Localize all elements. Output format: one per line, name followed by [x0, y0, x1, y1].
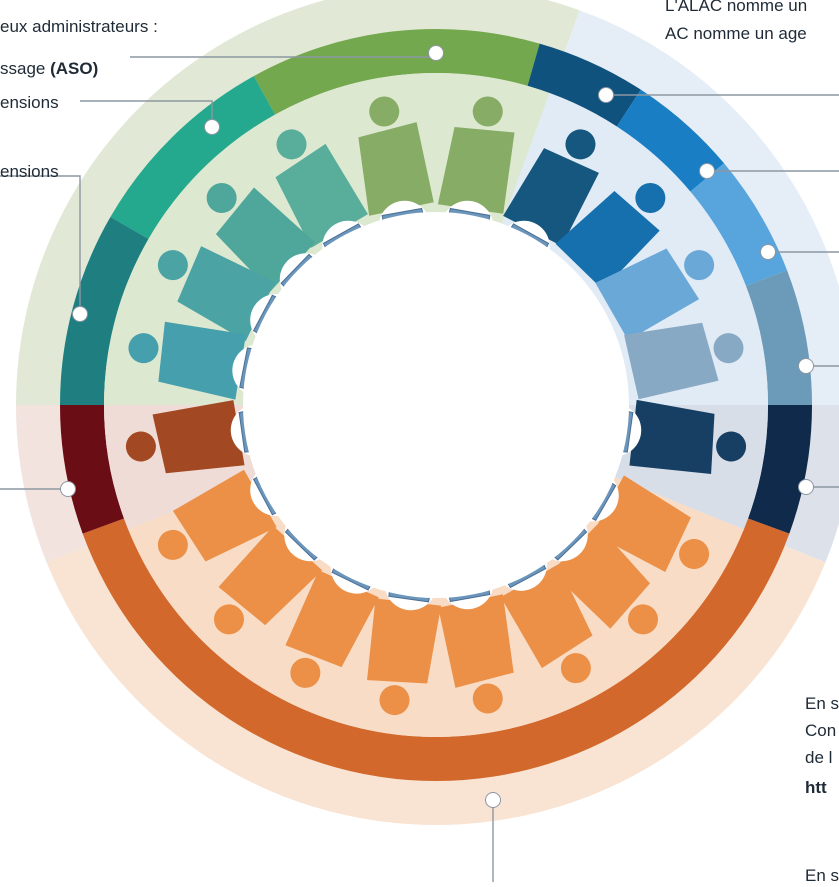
ring-segment-darkred — [60, 405, 125, 534]
leader-blue-1-dot — [598, 87, 614, 103]
label-alac: L'ALAC nomme un — [665, 0, 808, 15]
person-seat-icon — [367, 598, 442, 716]
person-body-5 — [158, 321, 246, 400]
label-en-s-2: En s — [805, 866, 839, 885]
person-body-15 — [438, 594, 514, 688]
label-link: htt — [805, 778, 827, 797]
person-head-9 — [713, 333, 744, 364]
person-seat-icon — [438, 594, 514, 714]
person-seat-icon — [624, 322, 744, 400]
person-head-13 — [628, 604, 659, 635]
person-body-9 — [624, 322, 719, 400]
center-circle — [243, 212, 629, 598]
person-body-11 — [152, 400, 245, 474]
person-head-8 — [684, 250, 715, 281]
person-head-0 — [369, 96, 400, 127]
person-seat-icon — [595, 248, 715, 341]
leader-blue-2-dot — [699, 163, 715, 179]
person-head-2 — [276, 129, 307, 160]
label-dimensions-2: ensions — [0, 162, 59, 181]
label-ac: AC nomme un age — [665, 24, 807, 43]
person-head-10 — [716, 431, 747, 462]
person-head-18 — [213, 604, 244, 635]
label-con: Con — [805, 721, 837, 740]
ring-segment-blue-4 — [745, 270, 812, 405]
leader-dimensions-1-dot — [204, 119, 220, 135]
person-seat-icon — [285, 570, 379, 688]
leader-lines — [0, 45, 839, 882]
person-head-1 — [472, 96, 503, 127]
ring-segment-teal — [110, 76, 276, 239]
person-head-15 — [472, 683, 503, 714]
person-head-11 — [125, 431, 156, 462]
person-body-8 — [595, 248, 700, 341]
leader-orange-dot — [485, 792, 501, 808]
leader-blue-3-dot — [760, 244, 776, 260]
person-seat-icon — [437, 96, 515, 214]
person-seat-icon — [128, 321, 246, 400]
person-head-4 — [157, 250, 188, 281]
person-head-16 — [379, 685, 410, 716]
person-head-14 — [560, 653, 591, 684]
person-body-1 — [437, 126, 515, 214]
person-head-12 — [679, 539, 710, 569]
label-de-l: de l — [805, 748, 833, 767]
person-body-16 — [367, 598, 442, 684]
leader-blue-4-dot — [798, 358, 814, 374]
person-seat-icon — [555, 182, 666, 290]
label-en-s-1: En s — [805, 694, 839, 713]
ring-segment-blue-2 — [616, 89, 725, 192]
leader-dimensions-2 — [0, 175, 81, 314]
ring-segment-teal-dark — [60, 217, 149, 405]
leader-darkred-dot — [60, 481, 76, 497]
leader-aso-dot — [428, 45, 444, 61]
ring-segment-blue-1 — [527, 43, 641, 127]
person-body-17 — [285, 570, 379, 668]
leader-dimensions-1 — [80, 100, 213, 127]
label-aso: ssage (ASO) — [0, 59, 99, 78]
leader-navy-dot — [798, 479, 814, 495]
ring-segment-orange — [82, 518, 790, 781]
person-head-5 — [128, 333, 159, 364]
person-seat-icon — [629, 399, 747, 474]
person-body-7 — [555, 190, 660, 290]
ring-segment-navy — [747, 405, 812, 534]
person-head-17 — [290, 657, 321, 688]
label-admins: eux administrateurs : — [0, 17, 158, 36]
person-head-7 — [635, 182, 666, 213]
person-body-10 — [629, 399, 715, 474]
person-seat-icon — [125, 400, 245, 474]
person-head-6 — [565, 129, 596, 160]
person-body-0 — [358, 122, 434, 216]
person-seat-icon — [358, 96, 434, 216]
person-head-19 — [157, 529, 188, 560]
person-head-3 — [206, 182, 237, 213]
leader-dimensions-2-dot — [72, 306, 88, 322]
label-dimensions-1: ensions — [0, 93, 59, 112]
ring-segment-aso — [253, 28, 540, 115]
